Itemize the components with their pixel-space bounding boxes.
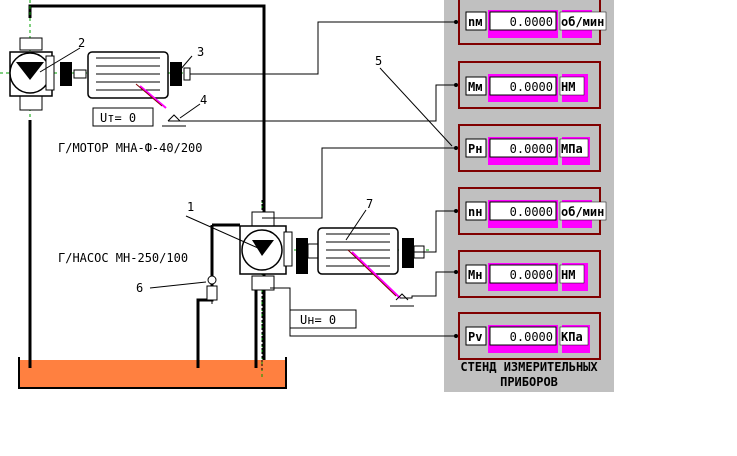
pump-electric-drive [317, 227, 425, 299]
value-display-mn [489, 264, 557, 284]
label-nn: nн [468, 205, 482, 219]
value-pn: 0.0000 [510, 142, 553, 156]
relief-valve [206, 275, 218, 304]
callout-5: 5 [375, 54, 382, 68]
label-pv: Pv [468, 330, 482, 344]
value-display-pn [489, 138, 557, 158]
instrument-box-mm: Mм 0.0000 НМ [458, 61, 601, 109]
value-display-mm [489, 76, 557, 96]
value-pv: 0.0000 [510, 330, 553, 344]
callout-leaders [39, 47, 453, 289]
signal-terminals [454, 20, 458, 338]
un-indicator: Uн= 0 [289, 309, 357, 329]
value-display-nn [489, 201, 557, 221]
torque-sensor-motor [162, 114, 186, 127]
callout-6: 6 [136, 281, 143, 295]
motor-coupling [60, 62, 87, 86]
un-label: Uн= 0 [300, 313, 336, 327]
callout-4: 4 [200, 93, 207, 107]
callout-1: 1 [187, 200, 194, 214]
value-display-nm [489, 11, 557, 31]
pump-caption: Г/НАСОС МН-250/100 [58, 251, 188, 265]
instrument-box-pv: Pv 0.0000 КПа [458, 312, 601, 360]
instrument-box-pn: Pн 0.0000 MПа [458, 124, 601, 172]
callout-7: 7 [366, 197, 373, 211]
instrument-box-mn: Mн 0.0000 НМ [458, 250, 601, 298]
motor-caption: Г/МОТОР МНА-Ф-40/200 [58, 141, 203, 155]
label-mm: Mм [468, 80, 482, 94]
hydraulic-motor [9, 37, 55, 111]
ut-label: Uт= 0 [100, 111, 136, 125]
label-pn: Pн [468, 142, 482, 156]
unit-pv: КПа [561, 330, 583, 344]
value-nn: 0.0000 [510, 205, 553, 219]
unit-pn: MПа [561, 142, 583, 156]
unit-mn: НМ [561, 268, 575, 282]
unit-nm: об/мин [561, 15, 604, 29]
value-mm: 0.0000 [510, 80, 553, 94]
value-nm: 0.0000 [510, 15, 553, 29]
value-display-pv [489, 326, 557, 346]
instrument-box-nn: nн 0.0000 об/мин [458, 187, 607, 235]
ut-indicator: Uт= 0 [92, 107, 154, 127]
value-mn: 0.0000 [510, 268, 553, 282]
callout-2: 2 [78, 36, 85, 50]
unit-mm: НМ [561, 80, 575, 94]
instrument-box-nm: nм 0.0000 об/мин [458, 0, 607, 45]
label-nm: nм [468, 15, 482, 29]
stand-caption-line2: ПРИБОРОВ [500, 375, 558, 389]
pump-coupling [296, 238, 319, 274]
callout-3: 3 [197, 45, 204, 59]
stand-caption-line1: СТЕНД ИЗМЕРИТЕЛЬНЫХ [460, 360, 598, 374]
hydraulic-pump [239, 211, 293, 291]
label-mn: Mн [468, 268, 482, 282]
oil-tank [18, 357, 287, 389]
unit-nn: об/мин [561, 205, 604, 219]
torque-sensor-pump [390, 293, 414, 307]
signal-wires [168, 21, 456, 337]
motor-electric-drive [87, 51, 191, 109]
